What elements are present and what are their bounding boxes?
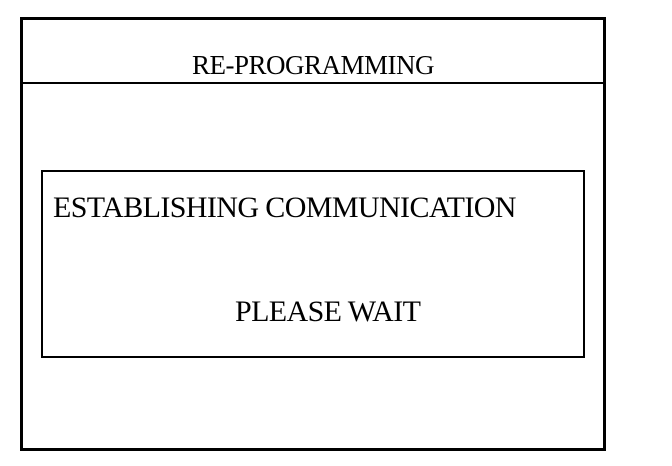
status-message-box: ESTABLISHING COMMUNICATION PLEASE WAIT (41, 170, 585, 358)
status-message: ESTABLISHING COMMUNICATION (53, 191, 516, 224)
wait-message: PLEASE WAIT (235, 295, 421, 328)
title-bar: RE-PROGRAMMING (23, 20, 603, 84)
reprogramming-screen: RE-PROGRAMMING ESTABLISHING COMMUNICATIO… (20, 17, 606, 451)
screen-title: RE-PROGRAMMING (191, 50, 435, 80)
